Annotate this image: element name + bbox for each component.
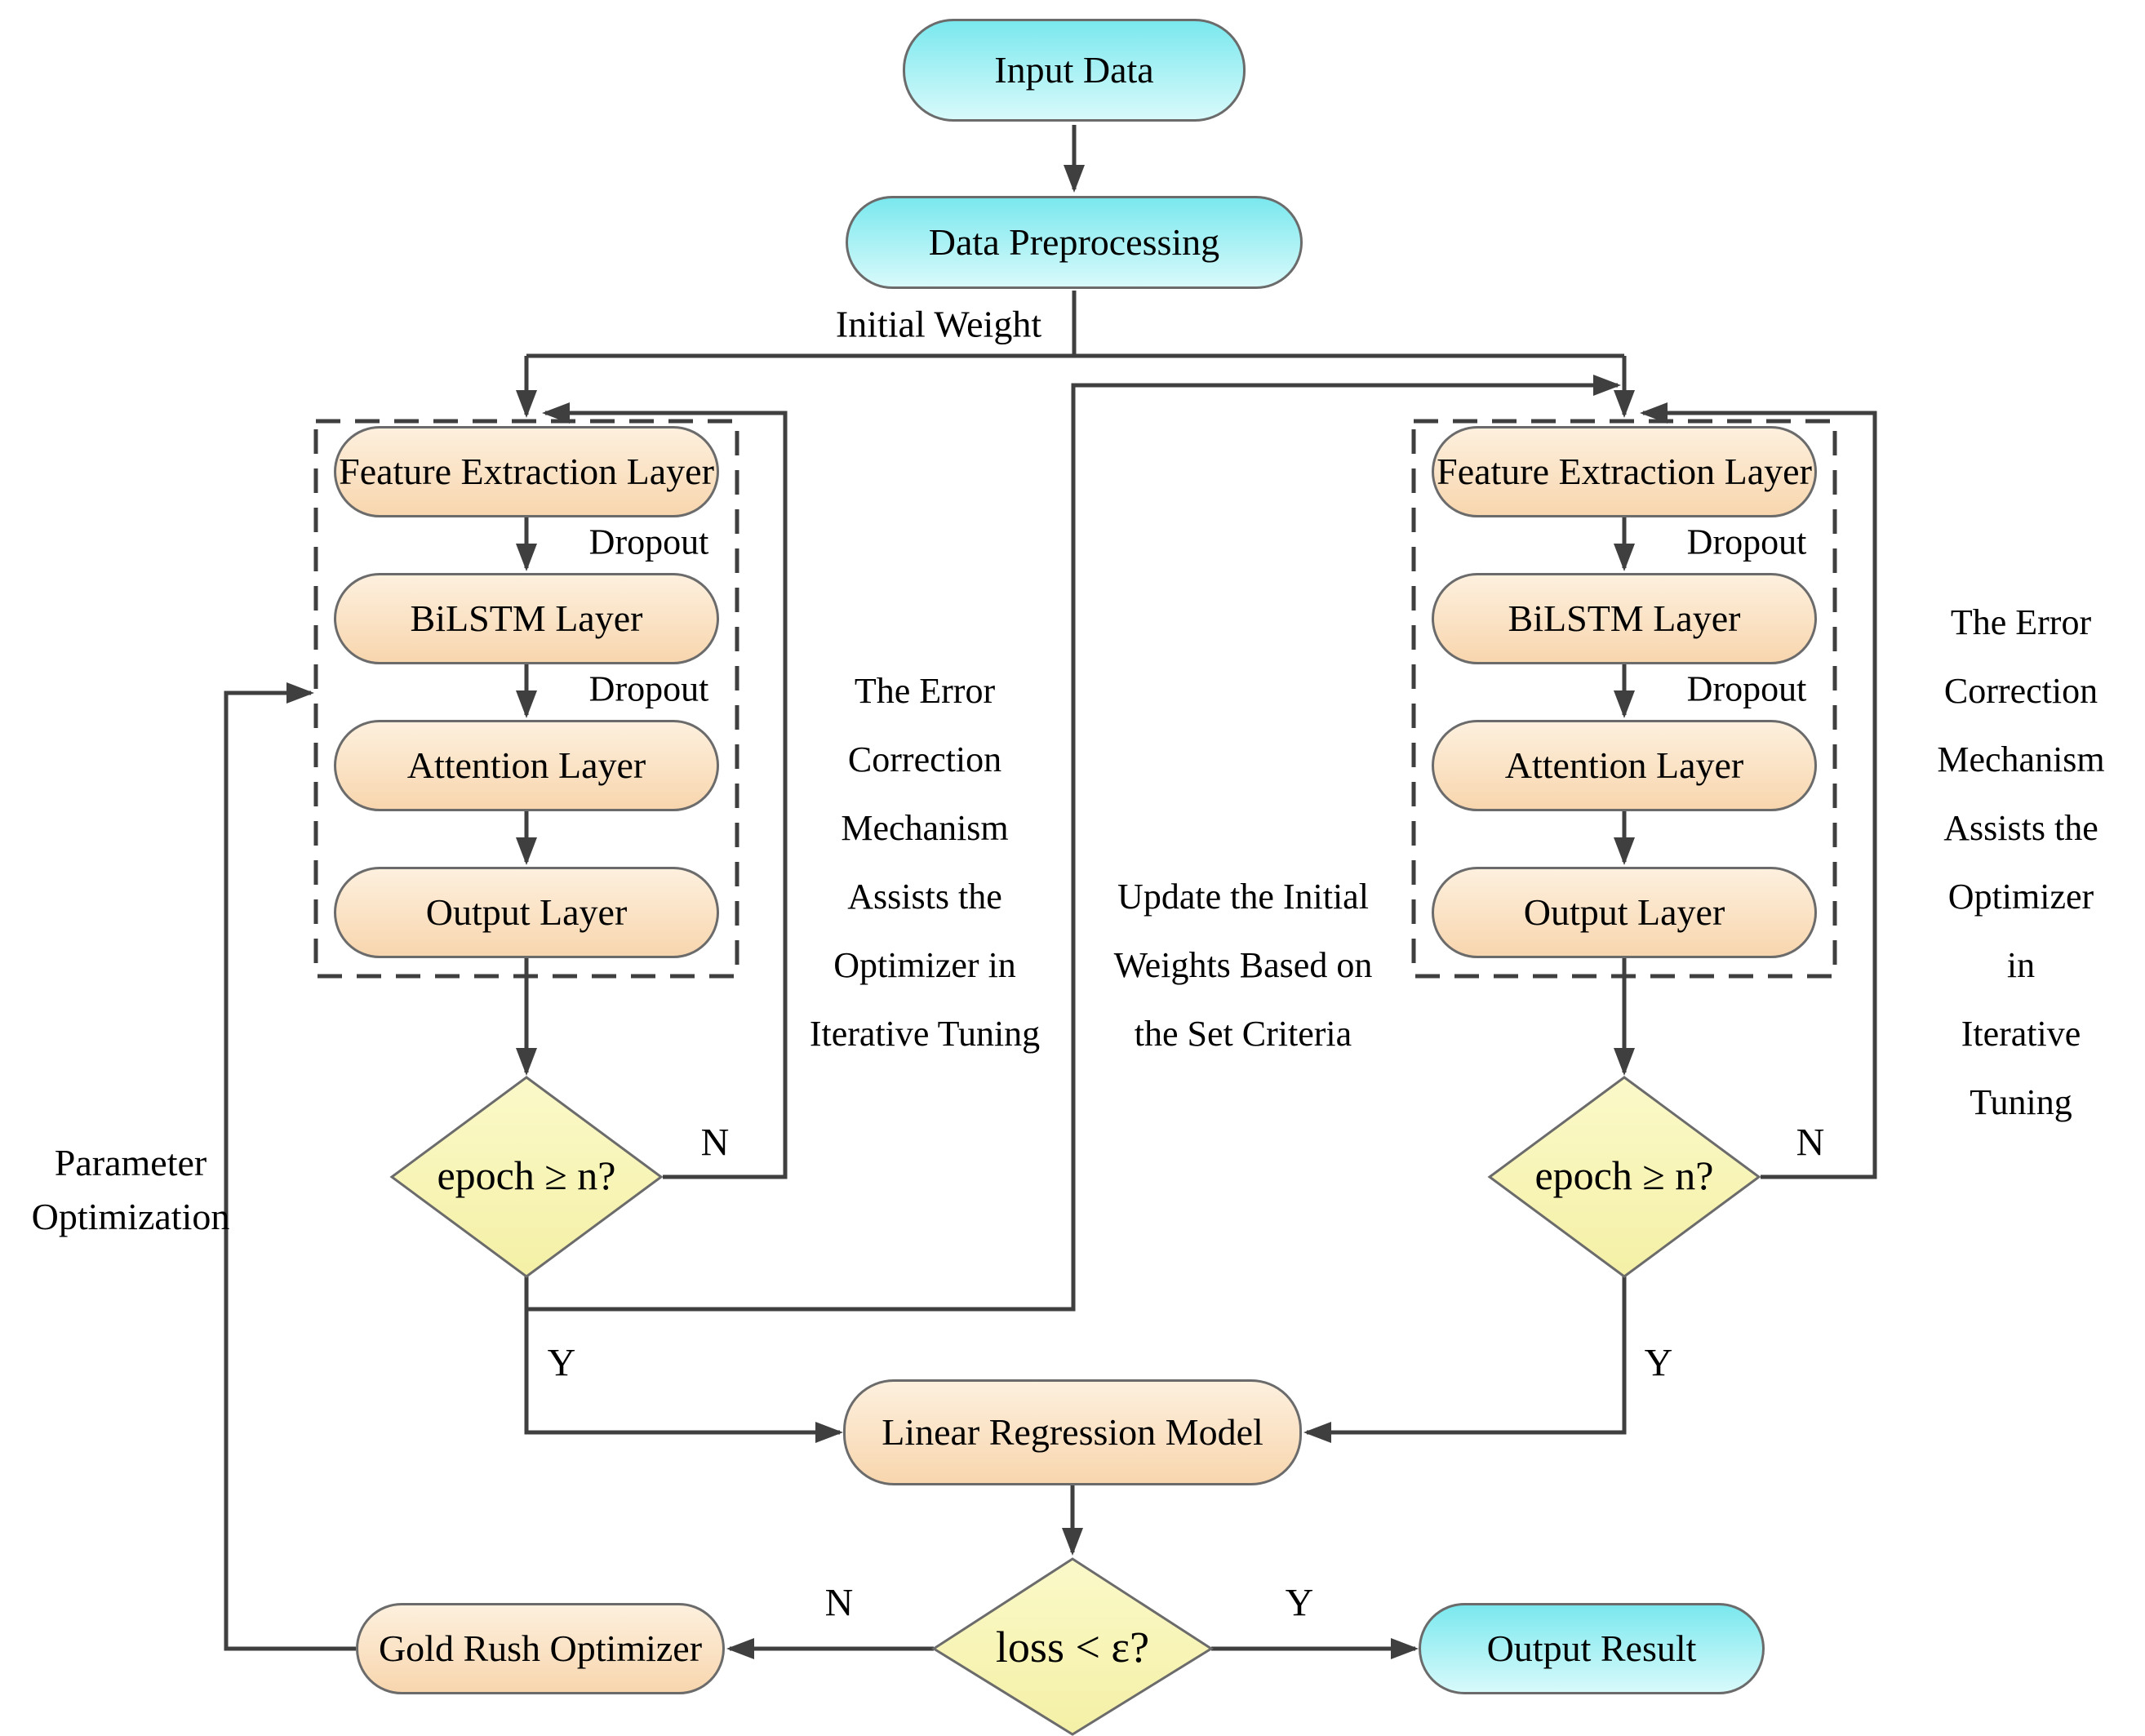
node-right-feature-extraction: Feature Extraction Layer xyxy=(1432,426,1817,517)
dashed-group-left-network xyxy=(313,419,739,979)
decision-left-epoch-diamond xyxy=(389,1076,664,1278)
node-left-bilstm: BiLSTM Layer xyxy=(334,573,719,664)
label-loss-yes: Y xyxy=(1285,1581,1314,1625)
arrow-left-yes-to-regression xyxy=(524,1276,843,1443)
node-data-preprocessing: Data Preprocessing xyxy=(846,196,1303,289)
node-right-attention-label: Attention Layer xyxy=(1504,744,1744,786)
node-left-attention: Attention Layer xyxy=(334,720,719,811)
note-update-initial-weights: Update the Initial Weights Based on the … xyxy=(1113,877,1373,1054)
node-right-output-layer-label: Output Layer xyxy=(1523,890,1725,933)
node-output-result-label: Output Result xyxy=(1486,1627,1697,1669)
node-right-bilstm: BiLSTM Layer xyxy=(1432,573,1817,664)
loop-parameter-optimization xyxy=(224,682,356,1651)
label-loss-decision: loss < ε? xyxy=(995,1623,1150,1672)
node-right-output-layer: Output Layer xyxy=(1432,867,1817,958)
note-left-error-correction: The Error Correction Mechanism Assists t… xyxy=(809,671,1041,1054)
node-gold-rush-optimizer-label: Gold Rush Optimizer xyxy=(378,1627,703,1669)
loop-right-epoch-no xyxy=(1640,402,1877,1179)
node-left-bilstm-label: BiLSTM Layer xyxy=(410,597,643,639)
note-parameter-optimization: Parameter Optimization xyxy=(31,1142,230,1237)
loop-left-epoch-no xyxy=(542,402,788,1179)
label-right-dropout-1: Dropout xyxy=(1686,522,1807,562)
node-linear-regression-label: Linear Regression Model xyxy=(882,1410,1263,1453)
note-right-error-correction: The Error Correction Mechanism Assists t… xyxy=(1937,602,2105,1122)
node-left-output-layer-label: Output Layer xyxy=(425,890,628,933)
label-left-epoch-no: N xyxy=(700,1121,730,1165)
node-linear-regression: Linear Regression Model xyxy=(843,1379,1302,1485)
loop-update-initial-weights xyxy=(526,375,1621,1312)
label-left-epoch-yes: Y xyxy=(547,1341,576,1385)
node-input-data: Input Data xyxy=(903,19,1246,122)
node-left-feature-extraction-label: Feature Extraction Layer xyxy=(339,450,714,492)
label-left-epoch-decision: epoch ≥ n? xyxy=(437,1152,616,1198)
label-initial-weight: Initial Weight xyxy=(835,303,1042,345)
node-left-output-layer: Output Layer xyxy=(334,867,719,958)
label-right-epoch-decision: epoch ≥ n? xyxy=(1534,1152,1714,1198)
node-right-attention: Attention Layer xyxy=(1432,720,1817,811)
node-right-feature-extraction-label: Feature Extraction Layer xyxy=(1437,450,1812,492)
node-input-data-label: Input Data xyxy=(994,48,1154,91)
arrow-right-yes-to-regression xyxy=(1303,1276,1627,1443)
node-data-preprocessing-label: Data Preprocessing xyxy=(928,220,1220,263)
node-output-result: Output Result xyxy=(1419,1603,1765,1694)
node-right-bilstm-label: BiLSTM Layer xyxy=(1508,597,1741,639)
decision-loss-diamond xyxy=(931,1557,1214,1736)
label-left-dropout-1: Dropout xyxy=(588,522,709,562)
node-gold-rush-optimizer: Gold Rush Optimizer xyxy=(356,1603,725,1694)
label-right-epoch-yes: Y xyxy=(1644,1341,1673,1385)
node-left-attention-label: Attention Layer xyxy=(406,744,646,786)
label-right-epoch-no: N xyxy=(1796,1121,1825,1165)
dashed-group-right-network xyxy=(1411,419,1837,979)
label-right-dropout-2: Dropout xyxy=(1686,668,1807,709)
label-loss-no: N xyxy=(824,1581,854,1625)
decision-right-epoch-diamond xyxy=(1487,1076,1761,1278)
label-left-dropout-2: Dropout xyxy=(588,668,709,709)
node-left-feature-extraction: Feature Extraction Layer xyxy=(334,426,719,517)
